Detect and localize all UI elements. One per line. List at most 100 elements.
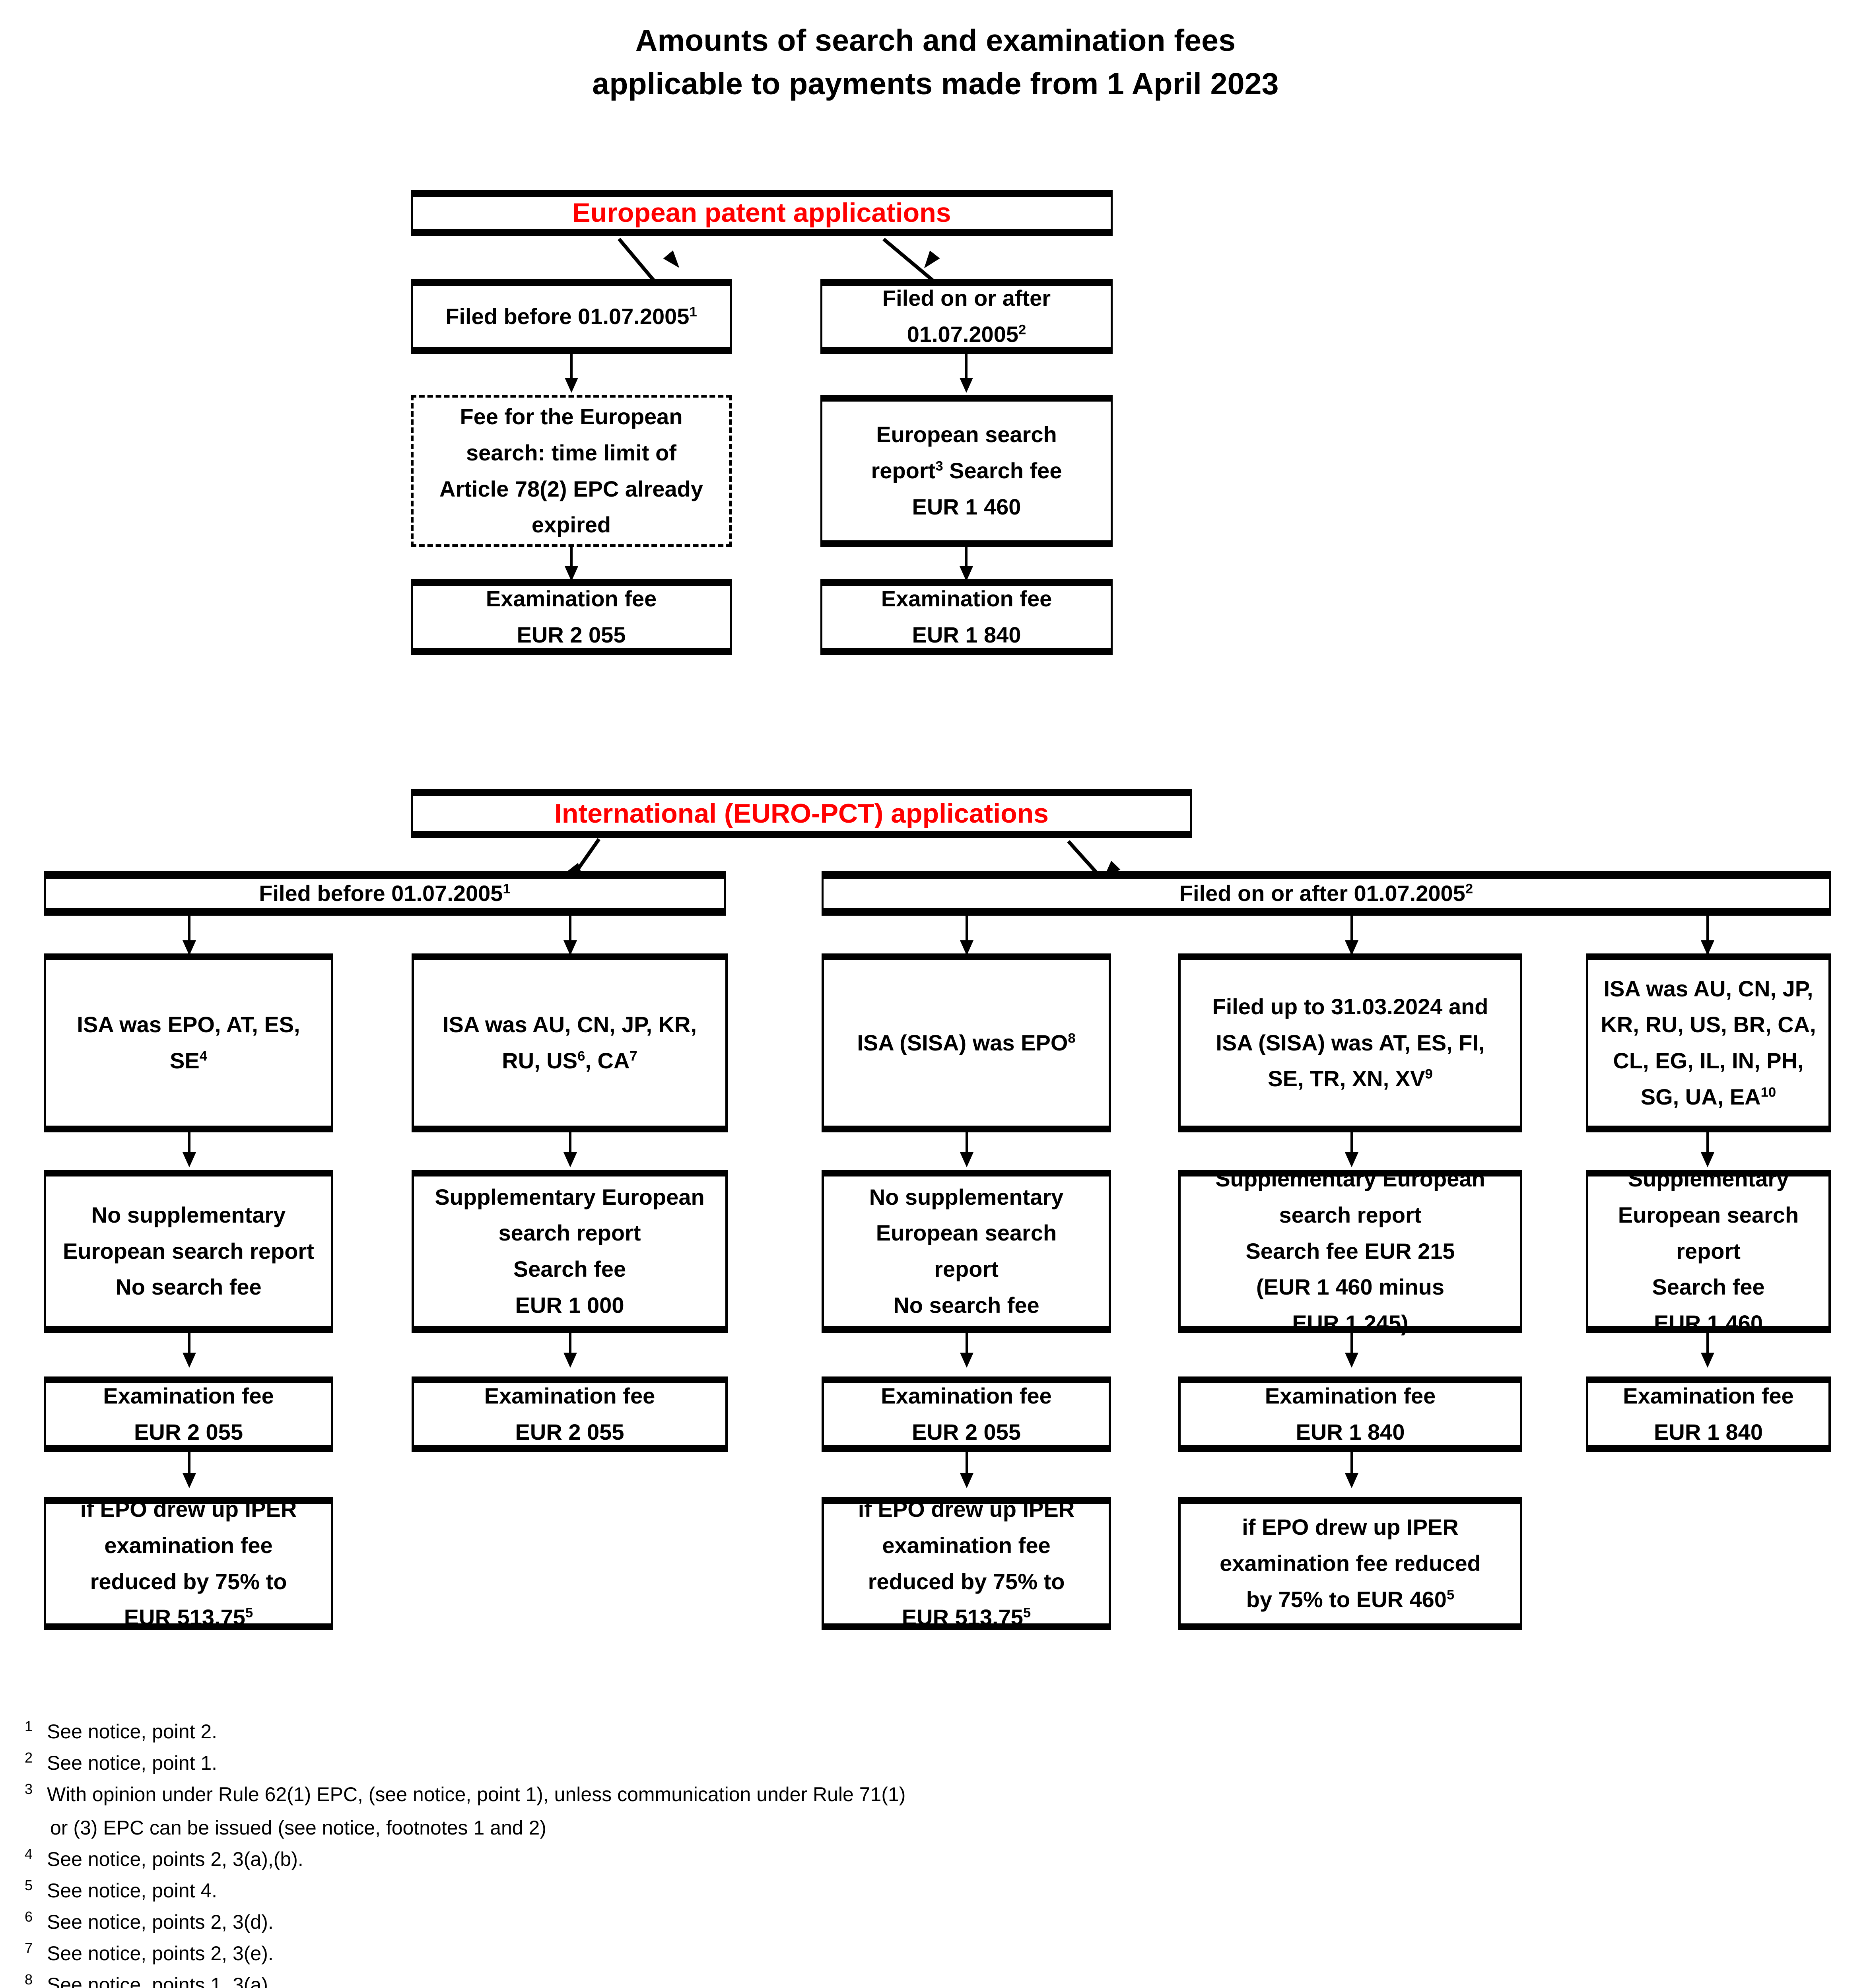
arrowhead-col1-exam-iper	[183, 1473, 196, 1488]
connector-band-col1	[188, 916, 190, 953]
arrowhead-col3-isa-report	[960, 1152, 973, 1167]
pct-col5-report-text: Supplementary European search report Sea…	[1618, 1166, 1799, 1336]
connector-band-col5	[1706, 916, 1709, 953]
pct-col4-iper: if EPO drew up IPER examination fee redu…	[1178, 1497, 1522, 1630]
pct-band-filed-before: Filed before 01.07.20051	[44, 871, 726, 916]
connector-col2-isa-report	[569, 1132, 571, 1162]
pct-band-filed-on-or-after: Filed on or after 01.07.20052	[822, 871, 1831, 916]
pct-col3-isa-text: ISA (SISA) was EPO8	[857, 1030, 1076, 1055]
pct-col3-iper-text: if EPO drew up IPER examination fee redu…	[858, 1497, 1075, 1630]
footnote-text: With opinion under Rule 62(1) EPC, (see …	[47, 1783, 906, 1806]
arrowhead-ep-right-1	[960, 378, 973, 393]
pct-col2-report-text: Supplementary European search report Sea…	[435, 1184, 705, 1318]
ep-right-search-report: European search report3 Search fee EUR 1…	[820, 395, 1113, 547]
arrowhead-col5-isa-report	[1701, 1152, 1714, 1167]
arrowhead-ep-right-2	[960, 566, 973, 581]
ep-right-exam-fee-text: Examination fee EUR 1 840	[881, 586, 1052, 647]
footnote-text: See notice, point 4.	[47, 1879, 218, 1902]
pct-col3-report-text: No supplementary European search report …	[869, 1184, 1064, 1318]
footnote-text: See notice, points 1, 3(a).	[47, 1974, 274, 1988]
pct-band-filed-on-or-after-label: Filed on or after 01.07.20052	[1179, 880, 1473, 906]
pct-col2-isa: ISA was AU, CN, JP, KR, RU, US6, CA7	[412, 953, 728, 1132]
arrowhead-band-col3	[960, 940, 973, 955]
pct-col4-iper-text: if EPO drew up IPER examination fee redu…	[1220, 1514, 1481, 1612]
connector-col1-isa-report	[188, 1132, 190, 1162]
connector-band-col4	[1350, 916, 1353, 953]
footnote-text: See notice, point 1.	[47, 1752, 218, 1774]
pct-col2-report: Supplementary European search report Sea…	[412, 1170, 728, 1333]
ep-right-search-report-text: European search report3 Search fee EUR 1…	[871, 422, 1062, 519]
pct-col5-isa-text: ISA was AU, CN, JP, KR, RU, US, BR, CA, …	[1601, 976, 1816, 1109]
pct-col1-report-text: No supplementary European search report …	[63, 1202, 314, 1300]
footnote-text: See notice, points 2, 3(e).	[47, 1942, 274, 1965]
banner-international-euro-pct: International (EURO-PCT) applications	[411, 789, 1192, 838]
pct-col1-exam: Examination fee EUR 2 055	[44, 1376, 333, 1452]
pct-col1-isa-text: ISA was EPO, AT, ES, SE4	[77, 1012, 300, 1073]
footnote-text-continued: or (3) EPC can be issued (see notice, fo…	[50, 1817, 546, 1839]
pct-col2-exam: Examination fee EUR 2 055	[412, 1376, 728, 1452]
connector-col2-report-exam	[569, 1333, 571, 1363]
arrowhead-ep-left-2	[565, 566, 578, 581]
connector-col3-isa-report	[966, 1132, 968, 1162]
ep-right-condition: Filed on or after 01.07.20052	[820, 279, 1113, 354]
arrowhead-col3-report-exam	[960, 1353, 973, 1368]
arrowhead-band-col2	[563, 940, 577, 955]
arrowhead-ep-left	[663, 250, 684, 272]
connector-ep-left-2	[570, 547, 573, 576]
pct-col3-exam-text: Examination fee EUR 2 055	[881, 1383, 1052, 1444]
pct-col4-isa-text: Filed up to 31.03.2024 and ISA (SISA) wa…	[1212, 994, 1488, 1091]
connector-col3-exam-iper	[966, 1452, 968, 1486]
ep-left-dashed-note-text: Fee for the European search: time limit …	[439, 404, 703, 538]
pct-col1-report: No supplementary European search report …	[44, 1170, 333, 1333]
page-title: Amounts of search and examination fees a…	[0, 19, 1871, 106]
pct-col3-isa: ISA (SISA) was EPO8	[822, 953, 1111, 1132]
pct-col4-report: Supplementary European search report Sea…	[1178, 1166, 1522, 1336]
arrowhead-col1-report-exam	[183, 1353, 196, 1368]
pct-col2-exam-text: Examination fee EUR 2 055	[484, 1383, 655, 1444]
ep-left-exam-fee-text: Examination fee EUR 2 055	[486, 586, 657, 647]
pct-band-filed-before-label: Filed before 01.07.20051	[259, 880, 511, 906]
arrowhead-col3-exam-iper	[960, 1473, 973, 1488]
pct-col4-report-text: Supplementary European search report Sea…	[1215, 1166, 1485, 1336]
connector-band-col2	[569, 916, 571, 953]
arrowhead-col2-report-exam	[563, 1353, 577, 1368]
ep-left-condition: Filed before 01.07.20051	[411, 279, 732, 354]
footnote-text: See notice, points 2, 3(a),(b).	[47, 1848, 303, 1870]
connector-band-col3	[966, 916, 968, 953]
pct-col3-iper: if EPO drew up IPER examination fee redu…	[822, 1497, 1111, 1630]
arrowhead-col4-isa-report	[1345, 1152, 1358, 1167]
connector-ep-right-1	[965, 354, 968, 382]
pct-col1-exam-text: Examination fee EUR 2 055	[103, 1383, 274, 1444]
connector-col3-report-exam	[966, 1333, 968, 1363]
pct-col3-report: No supplementary European search report …	[822, 1170, 1111, 1333]
pct-col5-report: Supplementary European search report Sea…	[1586, 1166, 1831, 1336]
page-title-line2: applicable to payments made from 1 April…	[592, 67, 1279, 101]
pct-col1-iper-text: if EPO drew up IPER examination fee redu…	[80, 1497, 297, 1630]
arrowhead-col1-isa-report	[183, 1152, 196, 1167]
connector-col5-report-exam	[1706, 1333, 1709, 1363]
arrowhead-band-col1	[183, 940, 196, 955]
ep-left-condition-label: Filed before 01.07.20051	[445, 303, 697, 329]
pct-col5-exam-text: Examination fee EUR 1 840	[1623, 1383, 1794, 1444]
pct-col2-isa-text: ISA was AU, CN, JP, KR, RU, US6, CA7	[443, 1012, 697, 1073]
pct-col4-exam-text: Examination fee EUR 1 840	[1265, 1383, 1436, 1444]
pct-col3-exam: Examination fee EUR 2 055	[822, 1376, 1111, 1452]
footnote-text: See notice, points 2, 3(d).	[47, 1911, 274, 1933]
pct-col1-iper: if EPO drew up IPER examination fee redu…	[44, 1497, 333, 1630]
arrowhead-band-col5	[1701, 940, 1714, 955]
arrowhead-col2-isa-report	[563, 1152, 577, 1167]
pct-col1-isa: ISA was EPO, AT, ES, SE4	[44, 953, 333, 1132]
pct-col4-isa: Filed up to 31.03.2024 and ISA (SISA) wa…	[1178, 953, 1522, 1132]
connector-col4-exam-iper	[1350, 1452, 1353, 1486]
connector-col4-isa-report	[1350, 1132, 1353, 1162]
